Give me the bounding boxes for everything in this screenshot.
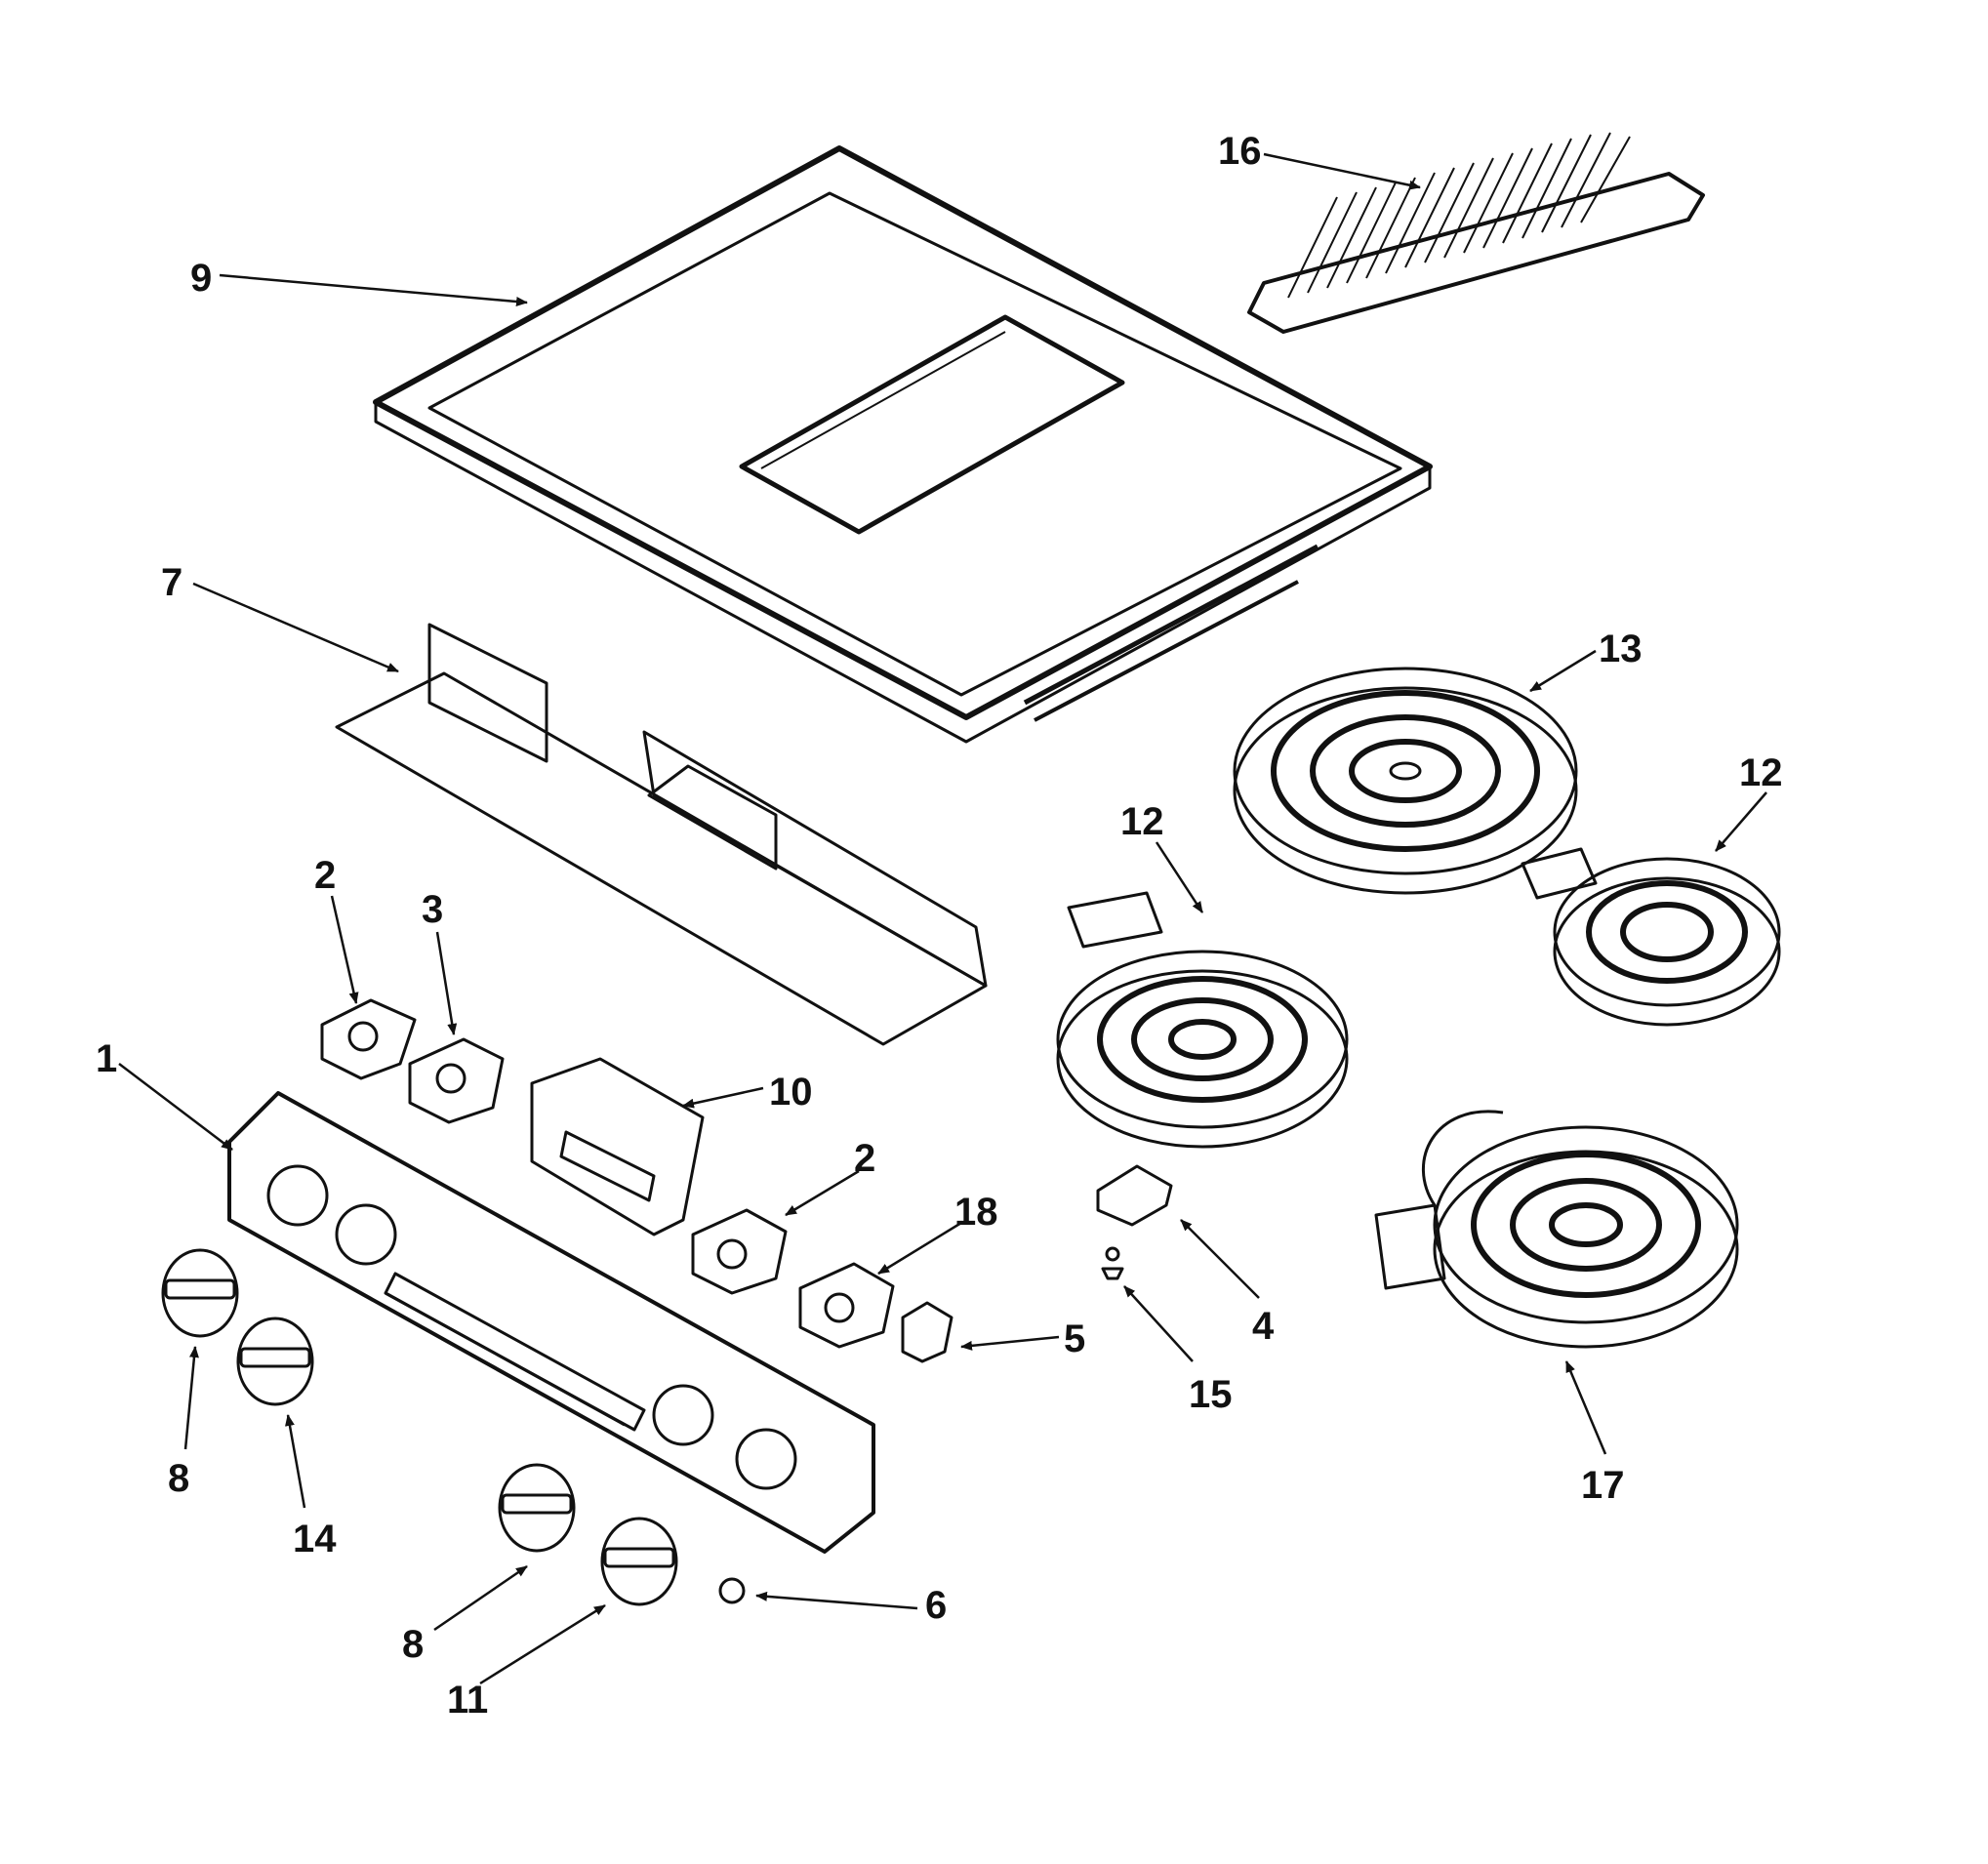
switch-part-2b[interactable] — [691, 1208, 788, 1295]
clip-part-4[interactable] — [1096, 1164, 1173, 1227]
callout-15: 15 — [1189, 1373, 1233, 1416]
leader-line-2b — [785, 1169, 860, 1217]
leader-line-17 — [1564, 1360, 1607, 1455]
element-part-17[interactable] — [1374, 1110, 1739, 1349]
callout-16: 16 — [1218, 130, 1262, 173]
switch-part-2a[interactable] — [320, 998, 417, 1080]
callout-3: 3 — [422, 888, 443, 931]
leader-line-10 — [682, 1086, 764, 1109]
cooktop-part[interactable] — [373, 145, 1433, 744]
callout-9: 9 — [190, 257, 212, 300]
callout-12-right: 12 — [1739, 751, 1783, 794]
leader-line-1 — [118, 1063, 233, 1151]
leader-line-9 — [219, 273, 528, 307]
callout-13: 13 — [1599, 628, 1643, 670]
switch-part-18[interactable] — [798, 1262, 895, 1349]
callout-2b: 2 — [854, 1137, 875, 1180]
leader-line-18 — [877, 1221, 962, 1276]
leader-line-11 — [479, 1603, 606, 1685]
knob-part-11[interactable] — [600, 1517, 678, 1606]
grille-slots — [1287, 132, 1631, 299]
callout-2a: 2 — [314, 854, 336, 897]
element-part-12-right[interactable] — [1521, 847, 1781, 1027]
callout-4: 4 — [1252, 1305, 1275, 1348]
knob-part-8a[interactable] — [161, 1248, 239, 1338]
leader-line-13 — [1529, 649, 1597, 693]
light-switch-part-5[interactable] — [901, 1301, 953, 1363]
control-board-part[interactable] — [530, 1057, 705, 1236]
callout-5: 5 — [1064, 1317, 1085, 1360]
callout-10: 10 — [769, 1071, 813, 1114]
callout-12-left: 12 — [1120, 800, 1164, 843]
leader-line-6 — [755, 1591, 918, 1610]
callout-8b: 8 — [402, 1623, 424, 1666]
leader-line-12-left — [1155, 841, 1204, 913]
callout-7: 7 — [161, 561, 183, 604]
control-panel-part[interactable] — [227, 1091, 875, 1554]
plug-part-6[interactable] — [718, 1577, 746, 1604]
callout-18: 18 — [954, 1191, 998, 1234]
leader-line-8b — [433, 1564, 528, 1632]
leader-line-8a — [183, 1346, 199, 1450]
leader-line-12-right — [1715, 791, 1767, 852]
leader-line-14 — [285, 1414, 306, 1509]
leader-line-2a — [330, 895, 359, 1004]
leader-line-15 — [1123, 1285, 1194, 1362]
callout-17: 17 — [1581, 1464, 1625, 1507]
callout-14: 14 — [293, 1518, 337, 1560]
leader-line-7 — [192, 582, 399, 673]
vent-grille-part[interactable] — [1247, 132, 1705, 334]
callout-1: 1 — [96, 1037, 117, 1080]
leader-line-3 — [435, 931, 458, 1035]
leader-line-16 — [1263, 152, 1421, 190]
element-part-12-left[interactable] — [1056, 891, 1349, 1149]
bracket-part[interactable] — [335, 623, 988, 1046]
callout-11: 11 — [447, 1679, 488, 1722]
leader-line-5 — [960, 1335, 1060, 1351]
callout-8a: 8 — [168, 1457, 189, 1500]
knob-part-8b[interactable] — [498, 1463, 576, 1553]
callout-6: 6 — [925, 1584, 947, 1627]
leader-line-4 — [1180, 1219, 1260, 1299]
switch-part-3[interactable] — [408, 1037, 505, 1124]
knob-part-14[interactable] — [236, 1317, 314, 1406]
element-part-13[interactable] — [1233, 667, 1578, 895]
screw-part-15[interactable] — [1101, 1246, 1124, 1280]
